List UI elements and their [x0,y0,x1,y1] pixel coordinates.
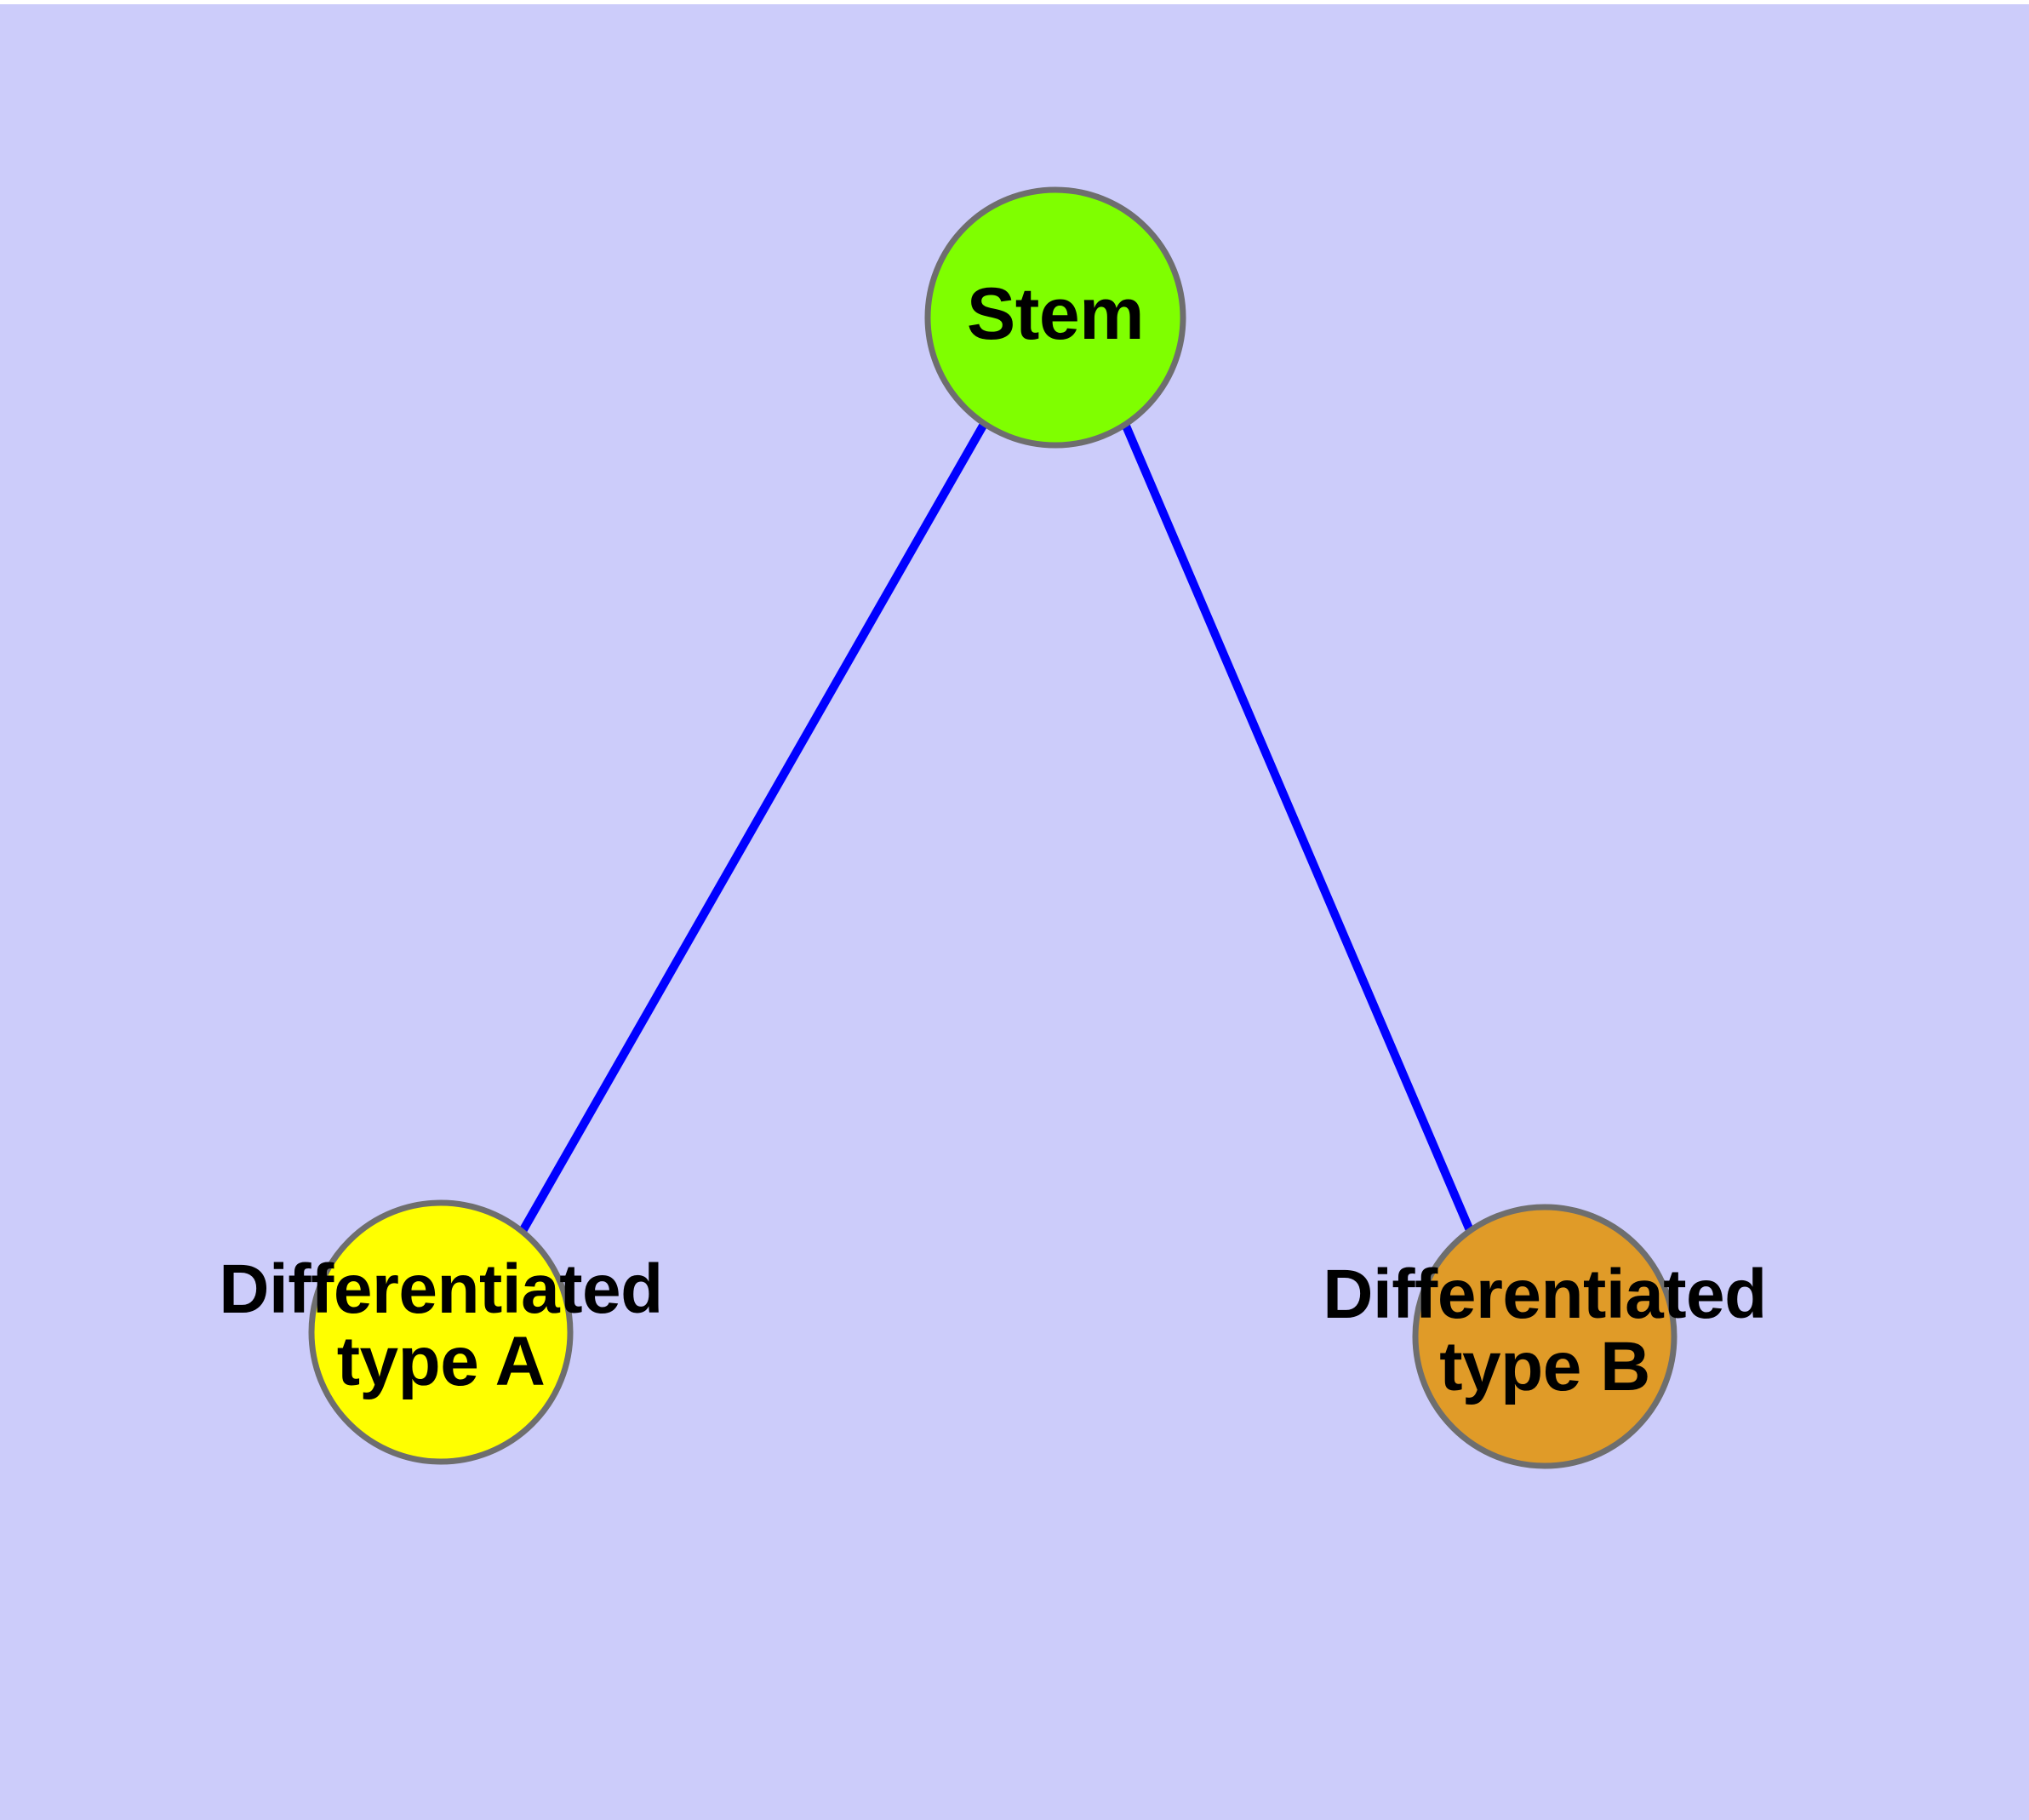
edge-stem-to-diff-b[interactable] [1121,422,1476,1236]
node-layer [308,186,1677,1469]
node-differentiated-type-a[interactable] [308,1199,574,1465]
edge-layer [517,422,1476,1236]
node-differentiated-type-b[interactable] [1412,1204,1677,1469]
edge-stem-to-diff-a[interactable] [517,423,987,1235]
node-stem[interactable] [924,186,1186,449]
